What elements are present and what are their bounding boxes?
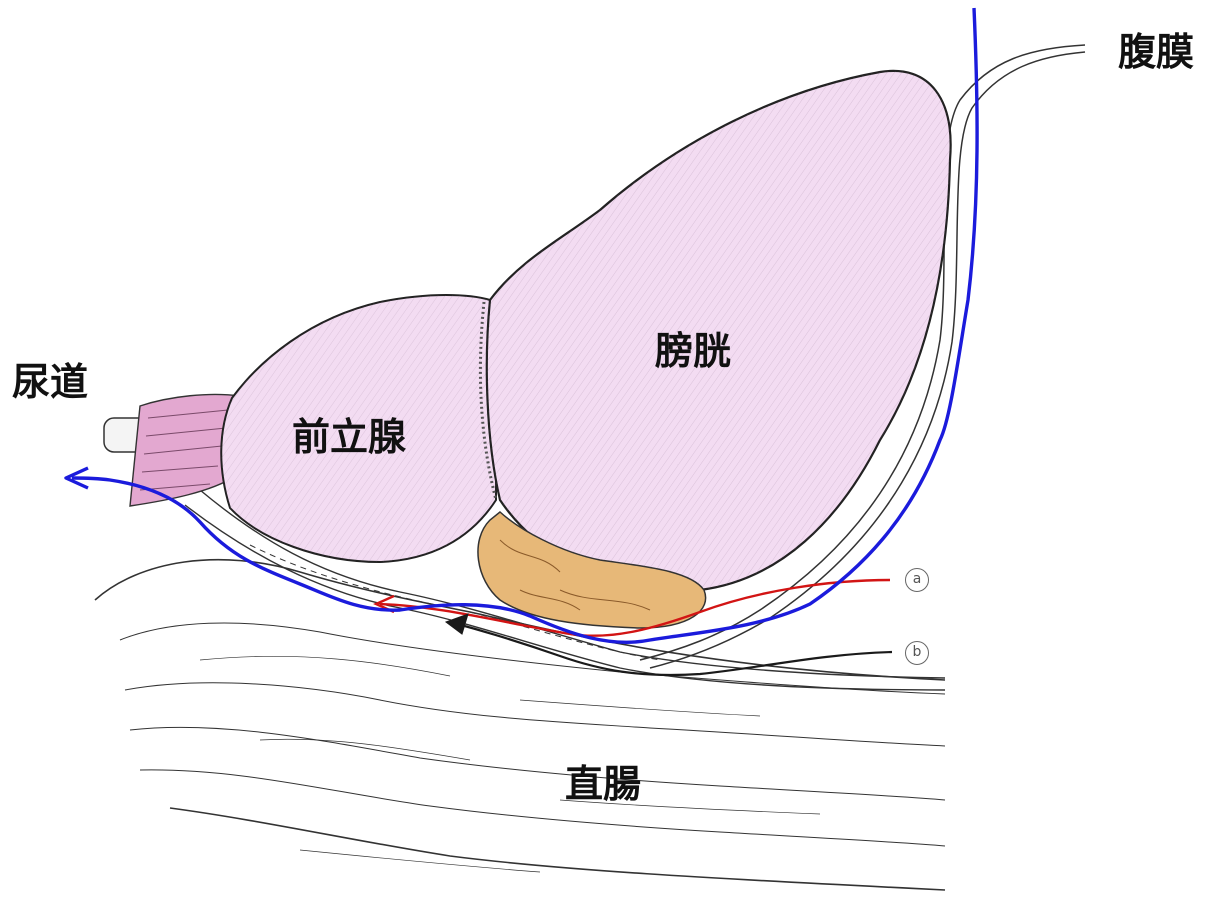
label-urethra: 尿道 <box>12 363 88 401</box>
marker-b: b <box>905 641 929 665</box>
marker-a: a <box>905 568 929 592</box>
label-prostate: 前立腺 <box>292 418 406 456</box>
label-peritoneum: 腹膜 <box>1118 33 1194 71</box>
label-bladder: 膀胱 <box>655 332 731 370</box>
label-rectum: 直腸 <box>565 765 641 803</box>
urethra <box>104 394 240 506</box>
